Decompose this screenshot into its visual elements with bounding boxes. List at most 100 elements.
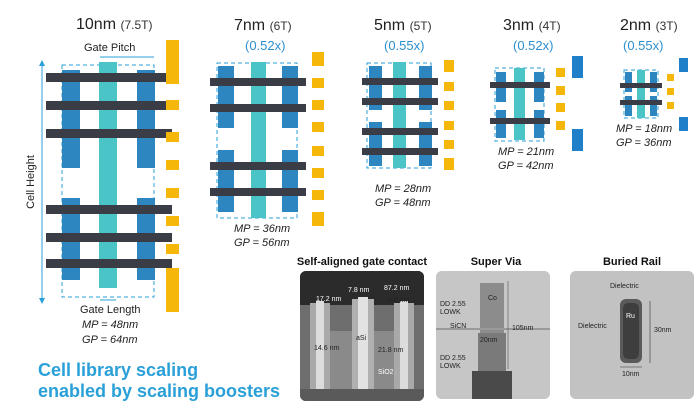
gate-length-label: Gate Length	[80, 304, 141, 316]
metal-pin	[444, 82, 454, 91]
scale-2nm: (0.55x)	[623, 38, 664, 53]
sagc-annotation: 14.6 nm	[314, 345, 340, 352]
metal-pin	[312, 122, 324, 132]
gate-line	[393, 62, 406, 168]
fin-block	[137, 70, 155, 168]
metal-pin	[166, 188, 179, 198]
gate-pitch-label: Gate Pitch	[84, 42, 136, 54]
super-via-annotation: 20nm	[480, 337, 498, 344]
cell-height-arrow-bottom-icon	[39, 298, 45, 304]
metal-pin	[312, 100, 324, 110]
metal-pin	[667, 88, 674, 95]
node-title-5nm: 5nm (5T)	[374, 17, 432, 34]
sagc-tem-image: 7.8 nm 17.2 nm 87.2 nm 5.8 nm 14.6 nm aS…	[300, 271, 424, 401]
metal-pin	[444, 101, 454, 110]
cell-5nm	[362, 60, 454, 170]
gate-line	[514, 68, 525, 140]
metal-track	[490, 118, 550, 124]
buried-rail-tem-image: Dielectric Dielectric Ru 30nm 10nm	[570, 271, 694, 399]
cell-height-arrow-top-icon	[39, 60, 45, 66]
super-via-tem-image: DD 2.55 LOWK Co SiCN 20nm 105nm DD 2.55 …	[436, 271, 550, 399]
super-via-annotation: DD 2.55	[440, 301, 466, 308]
buried-rail-annotation: 30nm	[654, 327, 672, 334]
metal-pin	[667, 74, 674, 81]
super-via-annotation: LOWK	[440, 363, 461, 370]
tagline: Cell library scaling enabled by scaling …	[38, 360, 281, 401]
fin-block	[625, 96, 632, 116]
metal-pin	[444, 121, 454, 130]
booster-title-super-via: Super Via	[470, 256, 522, 268]
buried-power-rail	[572, 56, 583, 78]
buried-rail-annotation: Dielectric	[578, 323, 607, 330]
super-via-annotation: DD 2.55	[440, 355, 466, 362]
metal-track	[620, 100, 662, 105]
metal-pin	[166, 160, 179, 170]
metal-track	[362, 128, 438, 135]
power-rail	[166, 40, 179, 84]
super-via-tem-drawing	[436, 271, 550, 399]
mp-2nm: MP = 18nm	[616, 123, 673, 135]
metal-track	[490, 82, 550, 88]
sagc-annotation: 87.2 nm	[384, 285, 410, 292]
gp-5nm: GP = 48nm	[375, 197, 431, 209]
metal-pin	[444, 140, 454, 149]
super-via-annotation: LOWK	[440, 309, 461, 316]
buried-power-rail	[679, 58, 688, 72]
sagc-annotation: aSi	[356, 335, 367, 342]
buried-rail-annotation: 10nm	[622, 371, 640, 378]
metal-track	[46, 233, 172, 242]
metal-pin	[556, 68, 565, 77]
power-rail	[312, 52, 324, 66]
scale-7nm: (0.52x)	[245, 38, 286, 53]
gate-line	[99, 62, 117, 288]
buried-rail-annotation: Ru	[626, 313, 635, 320]
gp-2nm: GP = 36nm	[616, 137, 672, 149]
super-via-annotation: 105nm	[512, 325, 534, 332]
buried-power-rail	[572, 129, 583, 151]
buried-rail-tem-drawing	[570, 271, 694, 399]
cell-10nm	[46, 40, 179, 312]
buried-power-rail	[679, 117, 688, 131]
metal-pin	[166, 216, 179, 226]
booster-title-buried-rail: Buried Rail	[602, 256, 662, 268]
mp-7nm: MP = 36nm	[234, 223, 291, 235]
scale-5nm: (0.55x)	[384, 38, 425, 53]
metal-track	[362, 78, 438, 85]
gate-line	[251, 62, 266, 218]
fin-block	[650, 72, 657, 92]
cell-3nm	[490, 56, 583, 151]
sagc-annotation: SiO2	[378, 369, 394, 376]
sagc-tem-drawing	[300, 271, 424, 401]
metal-track	[210, 188, 306, 196]
metal-pin	[312, 190, 324, 200]
sagc-annotation: 21.8 nm	[378, 347, 404, 354]
cell-height-label: Cell Height	[25, 155, 37, 209]
metal-track	[362, 148, 438, 155]
mp-5nm: MP = 28nm	[375, 183, 432, 195]
power-rail	[444, 158, 454, 170]
booster-title-sagc: Self-aligned gate contact	[296, 256, 428, 268]
metal-pin	[556, 86, 565, 95]
power-rail	[444, 60, 454, 72]
fin-block	[282, 150, 298, 212]
node-title-3nm: 3nm (4T)	[503, 17, 561, 34]
metal-pin	[667, 102, 674, 109]
metal-track	[46, 129, 172, 138]
cell-2nm	[620, 58, 688, 131]
cell-7nm	[210, 52, 324, 226]
metal-track	[210, 162, 306, 170]
metal-track	[362, 98, 438, 105]
fin-block	[650, 96, 657, 116]
fin-block	[625, 72, 632, 92]
fin-block	[218, 150, 234, 212]
power-rail	[166, 268, 179, 312]
metal-pin	[166, 100, 179, 110]
fin-block	[218, 66, 234, 128]
gp-7nm: GP = 56nm	[234, 237, 290, 249]
scale-3nm: (0.52x)	[513, 38, 554, 53]
metal-pin	[556, 103, 565, 112]
sagc-annotation: 7.8 nm	[348, 287, 370, 294]
metal-track	[46, 101, 172, 110]
power-rail	[312, 212, 324, 226]
fin-block	[282, 66, 298, 128]
